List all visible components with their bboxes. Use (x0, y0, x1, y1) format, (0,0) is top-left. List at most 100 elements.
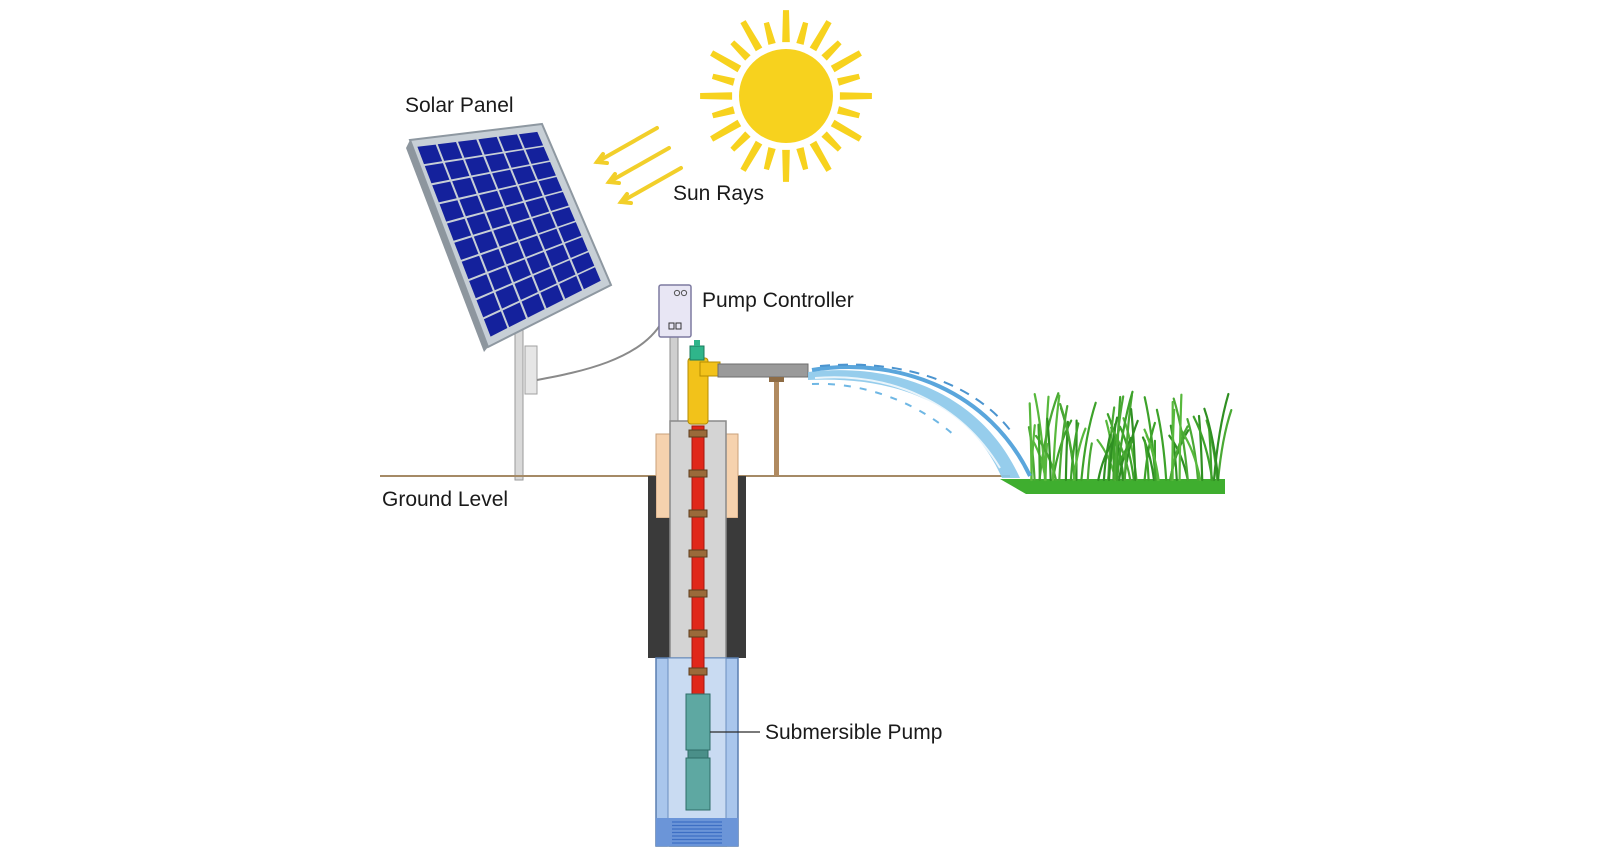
sun-rays-arrows (593, 126, 683, 205)
pipe-coupling (688, 469, 708, 478)
sun-ray (740, 20, 763, 52)
sun-ray (821, 131, 842, 152)
pipe-coupling (688, 429, 708, 438)
grass-blade (1123, 394, 1133, 482)
grass-blade (1186, 418, 1200, 482)
solar-cell (472, 173, 497, 194)
solar-cell (476, 292, 501, 318)
grass-blade (1130, 408, 1137, 482)
solar-cell (559, 276, 583, 299)
solar-cell (461, 255, 486, 280)
solar-cell (469, 274, 493, 299)
solar-cell (498, 134, 523, 152)
sun-rays-label: Sun Rays (673, 182, 764, 205)
grass-blade (1032, 440, 1047, 482)
grass-blade (1080, 401, 1097, 482)
solar-cell (525, 146, 550, 164)
pipe-coupling (688, 509, 708, 518)
grass-blade (1143, 421, 1156, 482)
sun-ray (782, 149, 790, 182)
grass-blade (1051, 394, 1061, 482)
ground-level-label: Ground Level (382, 488, 508, 511)
solar-cell (519, 131, 544, 149)
solar-cell (540, 284, 564, 309)
sun-ray (837, 73, 861, 86)
solar-cell (481, 249, 505, 272)
pump-controller-label: Pump Controller (702, 289, 854, 312)
solar-cell (519, 235, 544, 257)
solar-cell (466, 213, 491, 235)
pump-controller-icon (658, 284, 692, 427)
solar-cell (447, 218, 472, 241)
solar-cell (505, 202, 530, 223)
sun-icon (700, 10, 872, 182)
solar-cell (526, 252, 550, 274)
solar-cell (479, 190, 504, 211)
sun-ray (837, 106, 861, 119)
sun-ray (796, 147, 809, 171)
solar-cell (452, 177, 477, 198)
grass-blade (1037, 423, 1041, 482)
sun-ray (711, 106, 735, 119)
grass-blade (1113, 395, 1125, 482)
grass-blade (1169, 425, 1189, 482)
solar-cell (525, 197, 550, 217)
solar-cell (488, 266, 512, 291)
pipe-coupling (688, 629, 708, 638)
sun-ray (830, 50, 862, 73)
grass-blade (1069, 422, 1080, 482)
grass-blade (1197, 414, 1204, 482)
solar-cell (514, 276, 538, 300)
sun-ray (740, 140, 763, 172)
sun-ray (821, 40, 842, 61)
solar-cell (486, 208, 511, 229)
grass-blade (1058, 405, 1069, 482)
solar-cell (532, 213, 556, 234)
solar-cell (473, 231, 498, 254)
solar-cell (493, 225, 518, 247)
sun-ray (710, 119, 742, 142)
solar-cell (458, 139, 483, 158)
solar-cell (437, 142, 463, 161)
solar-cell (465, 156, 490, 176)
sun-ray (782, 10, 790, 43)
sun-ray (839, 92, 872, 100)
solar-cell (538, 177, 563, 196)
grass-blade (1028, 402, 1033, 482)
solar-cell (551, 207, 576, 227)
outlet-fitting (687, 340, 809, 476)
sun-ray (809, 20, 832, 52)
solar-cell (552, 260, 576, 283)
solar-cell (439, 200, 464, 222)
sun-ray (730, 40, 751, 61)
grass-blade (1116, 390, 1134, 482)
solar-cell (454, 237, 479, 260)
solar-cell (417, 144, 443, 165)
grass-blade (1203, 407, 1220, 482)
solar-panel-icon (406, 122, 613, 481)
solar-cell (532, 161, 556, 180)
grass-blade (1178, 393, 1183, 482)
pipe-coupling (688, 667, 708, 676)
grass-blade (1110, 426, 1132, 482)
grass-blade (1212, 392, 1230, 482)
solar-cell (502, 302, 526, 328)
solar-cell (545, 244, 569, 266)
solar-cell (512, 219, 537, 240)
sun-ray (700, 92, 733, 100)
solar-cell (539, 228, 563, 250)
grass-blade (1145, 434, 1160, 482)
solar-cell (444, 159, 470, 180)
solar-cell (483, 311, 508, 337)
solar-cell (512, 165, 536, 185)
pipe-coupling (688, 549, 708, 558)
solar-cell (499, 186, 523, 206)
solar-cell (564, 237, 588, 258)
solar-cell (485, 153, 510, 172)
solar-cell (492, 169, 517, 189)
solar-cell (518, 181, 543, 201)
grass-blade (1102, 433, 1112, 482)
solar-cell (478, 136, 503, 155)
grass-blade (1169, 424, 1178, 482)
